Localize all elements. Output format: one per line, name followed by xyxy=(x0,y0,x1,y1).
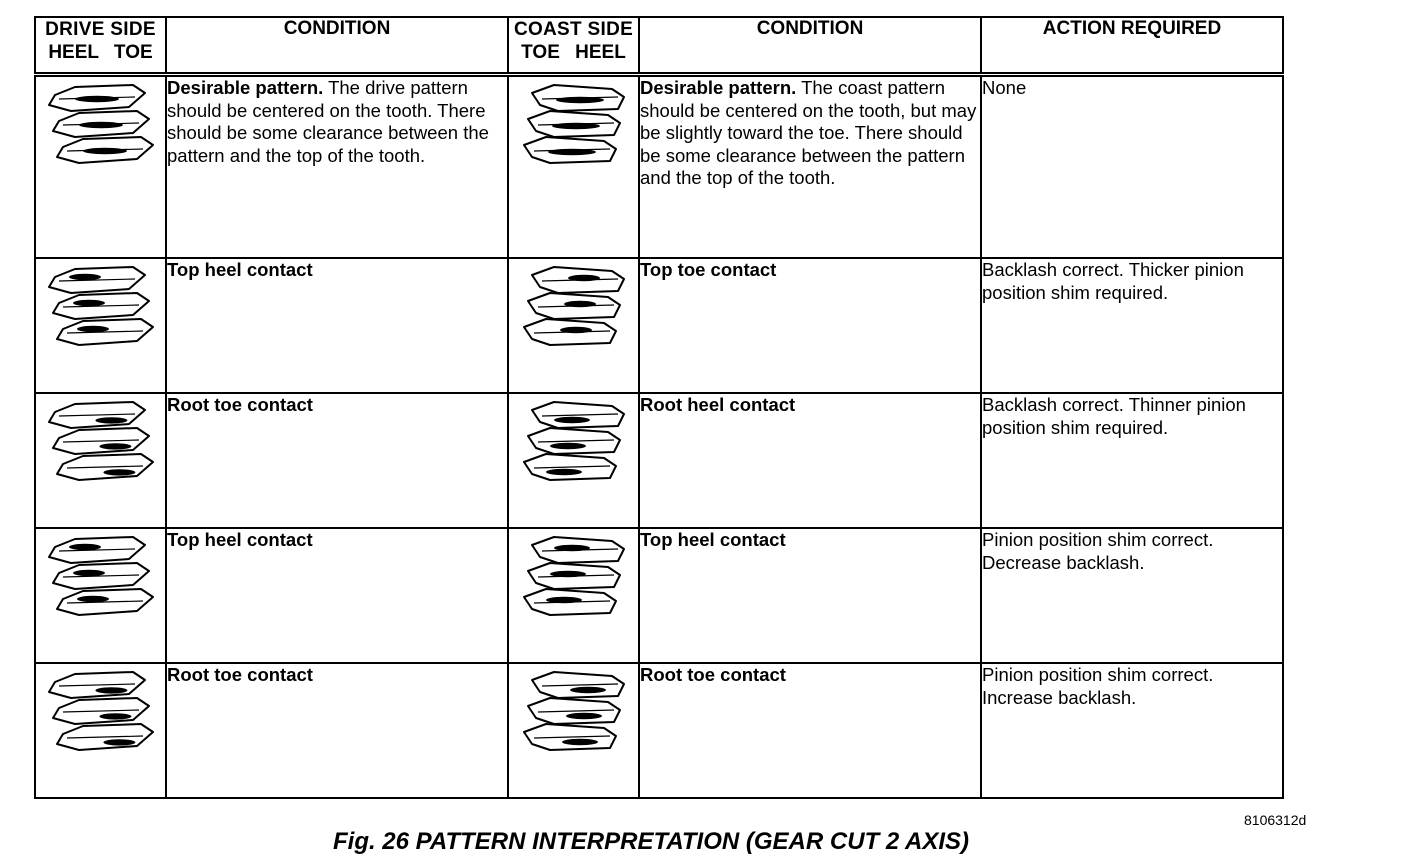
coast-condition-title: Root toe contact xyxy=(640,664,786,685)
gear-tooth-coast-centered-icon xyxy=(522,84,625,164)
drive-condition-title: Top heel contact xyxy=(167,529,313,550)
drive-condition-cell: Top heel contact xyxy=(165,257,509,394)
table-row: Top heel contact Top toe contact Backlash … xyxy=(34,257,1284,394)
header-row: DRIVE SIDE HEEL TOE CONDITION COAST SIDE… xyxy=(34,16,1284,76)
gear-tooth-drive-centered-icon xyxy=(47,84,154,164)
gear-tooth-drive-root-toe-icon xyxy=(47,401,154,481)
drive-condition-title: Desirable pattern. xyxy=(167,77,324,98)
coast-condition-cell: Top toe contact xyxy=(638,257,982,394)
coast-condition-title: Top toe contact xyxy=(640,259,777,280)
drive-condition-text: The drive pattern should be centered on … xyxy=(167,77,489,166)
drive-side-header: DRIVE SIDE HEEL TOE xyxy=(34,16,167,76)
drive-condition-title: Root toe contact xyxy=(167,394,313,415)
action-required-cell: Pinion position shim correct. Decrease b… xyxy=(980,527,1284,664)
coast-side-label: COAST SIDE xyxy=(513,19,634,40)
drive-condition-cell: Root toe contact xyxy=(165,392,509,529)
action-required-cell: None xyxy=(980,73,1284,259)
coast-condition-title: Top heel contact xyxy=(640,529,786,550)
gear-tooth-coast-root-heel-icon xyxy=(522,401,625,481)
gear-tooth-drive-root-toe-icon xyxy=(47,671,154,751)
action-required-cell: Pinion position shim correct. Increase b… xyxy=(980,662,1284,799)
coast-side-illustration-cell xyxy=(507,527,640,664)
action-required-header: ACTION REQUIRED xyxy=(980,16,1284,76)
gear-tooth-coast-root-toe-icon xyxy=(522,671,625,751)
gear-tooth-drive-top-heel-icon xyxy=(47,536,154,616)
coast-condition-cell: Desirable pattern. The coast pattern sho… xyxy=(638,73,982,259)
coast-condition-cell: Root heel contact xyxy=(638,392,982,529)
coast-condition-cell: Root toe contact xyxy=(638,662,982,799)
coast-toe-heel-label: TOE HEEL xyxy=(521,42,626,63)
gear-tooth-drive-top-heel-icon xyxy=(47,266,154,346)
table-row: Top heel contact Top heel contact Pinion p… xyxy=(34,527,1284,664)
figure-id: 8106312d xyxy=(1244,812,1307,828)
drive-side-label: DRIVE SIDE xyxy=(45,19,156,40)
coast-condition-title: Root heel contact xyxy=(640,394,796,415)
drive-side-illustration-cell xyxy=(34,73,167,259)
drive-condition-title: Root toe contact xyxy=(167,664,313,685)
condition-coast-header: CONDITION xyxy=(638,16,982,76)
drive-condition-cell: Top heel contact xyxy=(165,527,509,664)
figure-caption: Fig. 26 PATTERN INTERPRETATION (GEAR CUT… xyxy=(332,828,970,855)
coast-side-illustration-cell xyxy=(507,662,640,799)
table-row: Root toe contact Root toe contact Pinion p… xyxy=(34,662,1284,799)
action-required-cell: Backlash correct. Thinner pinion positio… xyxy=(980,392,1284,529)
coast-side-illustration-cell xyxy=(507,73,640,259)
coast-condition-text: The coast pattern should be centered on … xyxy=(640,77,977,188)
drive-condition-cell: Root toe contact xyxy=(165,662,509,799)
coast-side-header: COAST SIDE TOE HEEL xyxy=(507,16,640,76)
drive-side-illustration-cell xyxy=(34,257,167,394)
drive-condition-title: Top heel contact xyxy=(167,259,313,280)
coast-side-illustration-cell xyxy=(507,257,640,394)
pattern-interpretation-table: DRIVE SIDE HEEL TOE CONDITION COAST SIDE… xyxy=(34,16,1284,799)
drive-condition-cell: Desirable pattern. The drive pattern sho… xyxy=(165,73,509,259)
drive-heel-toe-label: HEEL TOE xyxy=(48,42,153,63)
drive-side-illustration-cell xyxy=(34,527,167,664)
table-row: Root toe contact Root heel contact Backlas… xyxy=(34,392,1284,529)
drive-side-illustration-cell xyxy=(34,392,167,529)
action-required-cell: Backlash correct. Thicker pinion positio… xyxy=(980,257,1284,394)
coast-condition-title: Desirable pattern. xyxy=(640,77,797,98)
drive-side-illustration-cell xyxy=(34,662,167,799)
coast-condition-cell: Top heel contact xyxy=(638,527,982,664)
coast-side-illustration-cell xyxy=(507,392,640,529)
condition-drive-header: CONDITION xyxy=(165,16,509,76)
gear-tooth-coast-top-heel-icon xyxy=(522,536,625,616)
table-row: Desirable pattern. The drive pattern sho… xyxy=(34,73,1284,259)
gear-tooth-coast-top-toe-icon xyxy=(522,266,625,346)
